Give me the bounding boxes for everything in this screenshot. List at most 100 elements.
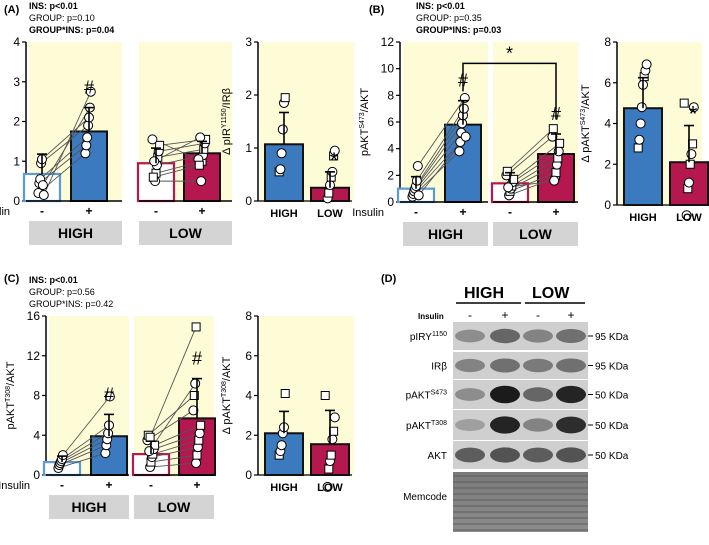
A-main-point [155,140,165,150]
A-delta-point [280,93,290,103]
A-main-tick-label: 0 [13,194,20,208]
B-main-pair-line [513,142,560,180]
B-delta-tick-label: 2 [604,157,611,171]
B-main-point [549,175,560,186]
A-main-point [147,134,158,145]
B-main-pair-line [417,97,466,167]
blot-row-label: pIRY1150 [410,331,447,343]
blot-row-label: pAKTS473 [406,390,447,402]
B-delta-sig-marker: * [689,102,698,127]
B-delta-tick-label: 6 [604,76,611,90]
C-main-tick-label: 0 [33,468,40,482]
C-delta-point [322,481,333,492]
B-main-pair-line [512,150,559,183]
A-main-point [195,132,206,143]
blot-band [455,419,485,431]
blot-memcode [453,472,588,532]
blot-band [556,447,586,463]
A-main-pair-line [153,164,200,178]
B-main-pair-line [506,136,553,176]
B-main-insulin-sign: + [459,205,466,219]
B-main-point [551,168,561,178]
A-main-tick-label: 2 [13,115,20,129]
C-main-sig-marker: # [104,384,114,404]
C-main-pair-line [59,444,107,466]
A-main-tick-label: 1 [13,154,20,168]
C-main-sig-marker: # [192,349,202,369]
C-main-point [194,428,205,439]
A-main-group-high-label: HIGH [58,225,93,241]
B-main-point [502,166,512,176]
A-main-pair-line [39,137,88,180]
C-delta-point [329,412,340,423]
A-main-pair-line [39,144,87,184]
B-main-group-high-label: HIGH [428,226,463,242]
C-main-group-low-box [134,495,214,519]
A-main-pair-line [40,125,89,164]
stat-c-inter: GROUP*INS: p=0.42 [29,299,113,309]
blot-band [523,447,553,463]
C-delta-tick-label: 2 [245,428,252,442]
C-main-point [104,391,115,402]
B-main-pair-line [414,123,463,189]
blot-band [556,329,586,343]
blot-band [523,418,553,432]
A-delta-tick-label: 3 [245,35,252,49]
C-main-tick-label: 4 [33,428,40,442]
B-main-pair-line [416,108,465,181]
C-main-point [188,405,199,416]
B-main-group-low-box [493,222,578,246]
A-main-pair-line [41,117,90,160]
blot-band [455,388,485,401]
A-main-point [196,176,207,187]
A-main-sig-marker: # [84,78,94,98]
B-main-tick-label: 10 [381,62,395,76]
panel-a-letter: (A) [4,4,20,16]
B-main-insulin-sign: - [508,205,512,219]
blot-band [490,416,520,434]
C-main-pair-line [147,410,194,441]
C-main-tick-label: 12 [27,349,41,363]
stat-a-inter: GROUP*INS: p=0.04 [29,25,114,35]
A-delta-ylabel: Δ pIRY1150/IRβ [221,88,233,155]
A-main-group-low-label: LOW [169,225,202,241]
B-delta-xlabel-0: HIGH [629,212,657,224]
C-main-point [191,322,201,332]
blot-lane-2: + [501,308,508,322]
C-main-pair-line [148,395,195,436]
B-main-insulin-label: Insulin [352,207,384,219]
blot-group-low: LOW [532,285,570,302]
A-delta-sig-marker: * [330,148,339,173]
A-main-point [85,86,96,97]
A-main-point [149,156,160,167]
B-main-tick-label: 8 [387,88,394,102]
blot-band [455,329,485,343]
blot-band [556,416,586,434]
B-main-pair-line [418,136,467,196]
blot-band [490,385,520,404]
A-delta-point [276,148,287,159]
A-main-pair-line [157,148,204,158]
blot-row-label: AKT [428,451,447,462]
A-main-insulin-sign: + [85,204,92,218]
B-delta-point [636,102,647,113]
stat-c-ins: INS: p<0.01 [29,275,78,285]
B-main-tick-label: 0 [387,195,394,209]
B-main-pair-line [412,141,461,195]
C-main-insulin-sign: - [60,478,64,492]
C-main-pair-line [148,383,196,452]
blot-band [490,358,520,373]
B-delta-xlabel-1: LOW [676,212,702,224]
C-main-group-high-label: HIGH [72,499,107,515]
B-delta-tick-label: 4 [604,117,611,131]
B-main-bracket-line [462,62,557,120]
A-main-insulin-sign: + [198,204,205,218]
C-main-pair-line [61,424,110,460]
A-main-point [37,180,48,191]
C-main-point [145,432,155,442]
